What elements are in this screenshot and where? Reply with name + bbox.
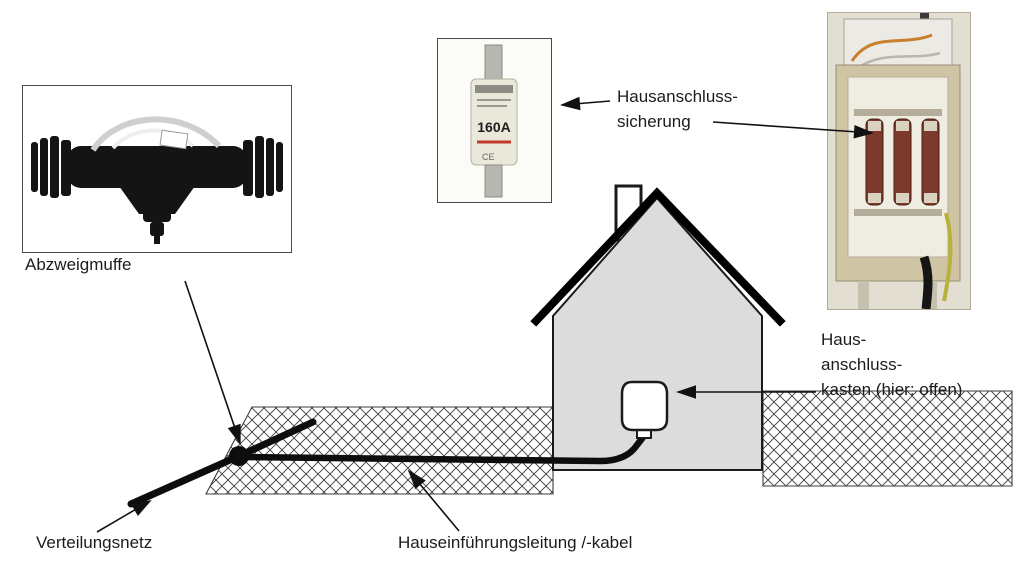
box-ground-wire: [942, 212, 953, 302]
fuse-ce-mark: CE: [482, 152, 495, 162]
box-busbar-top: [854, 109, 942, 116]
arrow-hauseinfuehrung: [407, 469, 460, 532]
label-kasten-line3: kasten (hier: offen): [821, 380, 963, 399]
abzweigmuffe-photo-art: [31, 116, 283, 244]
branch-joint-body: [31, 136, 283, 244]
box-busbar-bottom: [854, 209, 942, 216]
cable-branch: [235, 418, 317, 460]
box-feeder-cable: [919, 255, 933, 309]
chimney: [614, 184, 643, 242]
fuse-top-blade: [484, 44, 503, 82]
arrow-abzweigmuffe: [184, 280, 241, 445]
arrow-verteilungsnetz: [96, 499, 152, 533]
fuse-label-band: [475, 85, 513, 93]
joint-label-tag: [159, 129, 189, 150]
fuse-photo: 160A CE: [437, 38, 552, 203]
fuse-rating-label: 160A: [477, 119, 510, 135]
box-fuse-holders: [865, 118, 940, 206]
connection-box-photo-art: [828, 13, 970, 309]
connection-box-photo: [827, 12, 971, 310]
label-kasten-line2: anschluss-: [821, 355, 903, 374]
abzweigmuffe-photo: [22, 85, 292, 253]
ground-hatch-right: [762, 390, 1013, 487]
fuse-bottom-blade: [484, 164, 503, 198]
ground-hatch-left: [205, 406, 554, 495]
house-roof: [530, 187, 786, 327]
fuse-photo-art: 160A CE: [438, 39, 551, 202]
label-hausanschlusssicherung: Hausanschluss- sicherung: [617, 84, 738, 134]
service-box: [620, 380, 669, 439]
label-sicherung-line1: Hausanschluss-: [617, 87, 738, 106]
cable-distribution-network: [127, 452, 243, 508]
cables: [127, 418, 648, 508]
box-gray-wire: [855, 51, 941, 71]
label-hauseinfuehrungsleitung: Hauseinführungsleitung /-kabel: [398, 533, 633, 552]
service-box-stub: [636, 426, 652, 439]
cable-house-service: [235, 432, 648, 465]
joint-cable-loop: [90, 116, 222, 152]
box-orange-wire: [850, 33, 933, 62]
junction-dot: [229, 446, 249, 466]
label-sicherung-line2: sicherung: [617, 112, 691, 131]
label-verteilungsnetz: Verteilungsnetz: [36, 533, 153, 552]
service-box-body: [620, 380, 669, 432]
arrow-sicherung-to-fuse: [560, 96, 611, 111]
house: [530, 184, 786, 471]
box-stand-leg: [858, 281, 869, 309]
house-body: [552, 196, 763, 471]
label-kasten-line1: Haus-: [821, 330, 867, 349]
label-abzweigmuffe: Abzweigmuffe: [25, 255, 132, 274]
label-hausanschlusskasten: Haus- anschluss- kasten (hier: offen): [821, 327, 962, 402]
